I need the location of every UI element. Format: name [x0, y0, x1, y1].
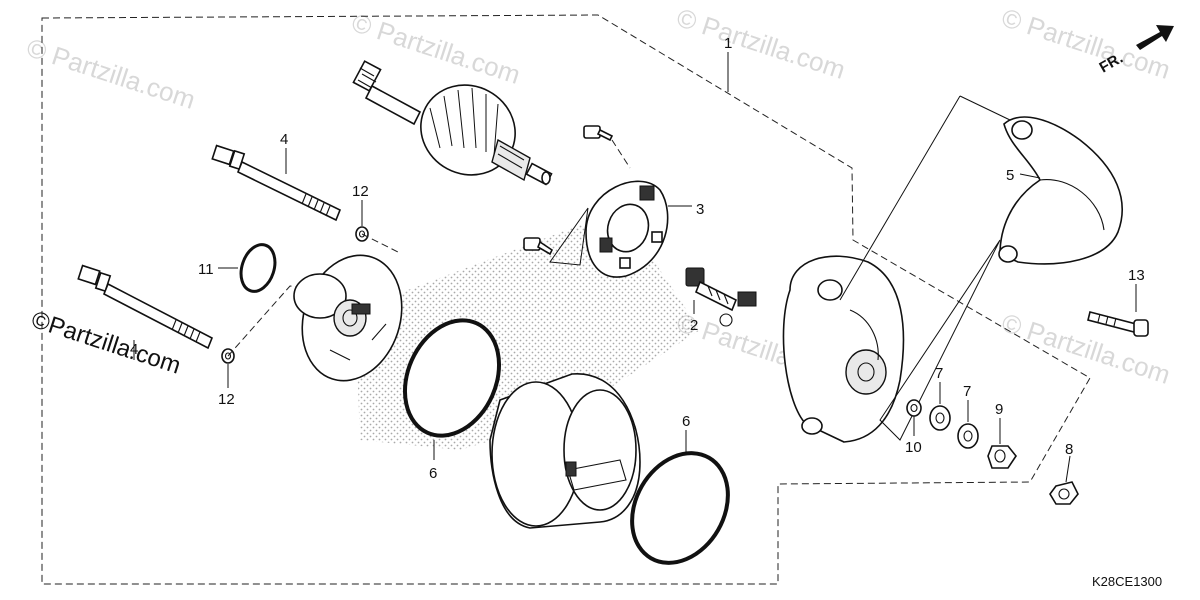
front-cover — [782, 255, 905, 443]
callout-7-right: 7 — [963, 383, 971, 400]
callout-4-upper: 4 — [280, 131, 288, 148]
callout-6-left: 6 — [429, 465, 437, 482]
direction-arrow-icon — [1136, 25, 1174, 50]
through-bolt-upper — [211, 144, 342, 222]
o-ring-large-left — [402, 318, 502, 438]
rear-cover — [293, 254, 403, 382]
callout-7-left: 7 — [935, 365, 943, 382]
callouts: 1 2 3 4 4 5 6 6 7 7 8 9 10 11 12 12 13 — [130, 35, 1145, 482]
front-cover-leader — [839, 95, 1011, 441]
watermark-text: © Partzilla.com — [998, 307, 1174, 390]
watermark-text: © Partzilla.com — [673, 2, 849, 85]
callout-10: 10 — [905, 439, 922, 456]
callout-9: 9 — [995, 401, 1003, 418]
callout-1: 1 — [724, 35, 732, 52]
insulator-7b — [957, 423, 979, 449]
callout-8: 8 — [1065, 441, 1073, 458]
callout-12-lower: 12 — [218, 391, 235, 408]
callout-11: 11 — [198, 261, 214, 278]
brush-holder-screw-top — [583, 125, 614, 142]
nut-9 — [987, 445, 1017, 469]
callout-2: 2 — [690, 317, 698, 334]
callout-12-upper: 12 — [352, 183, 369, 200]
insulator-7a — [929, 405, 951, 431]
o-ring-large-right — [630, 451, 730, 565]
callout-3: 3 — [696, 201, 704, 218]
leader-lines — [133, 52, 1137, 483]
through-bolt-lower — [77, 264, 214, 350]
mounting-bracket — [998, 116, 1123, 265]
screw-leader-dash — [611, 139, 631, 169]
callout-13: 13 — [1128, 267, 1145, 284]
bracket-bolt — [1087, 311, 1149, 337]
nut-8 — [1049, 481, 1079, 505]
o-ring-small — [239, 243, 277, 293]
callout-6-right: 6 — [682, 413, 690, 430]
brush-holder — [585, 180, 669, 278]
diagram-code: K28CE1300 — [1092, 574, 1162, 589]
small-washer-10 — [906, 399, 922, 417]
brush-holder-screw-left — [523, 237, 554, 256]
armature — [352, 60, 553, 186]
watermark-text: © Partzilla.com — [23, 32, 199, 115]
brush-holder-leader — [549, 207, 589, 266]
stator-yoke — [489, 373, 641, 529]
callout-4-lower: 4 — [130, 341, 138, 358]
terminal-bolt — [685, 267, 757, 327]
assembly-boundary — [41, 14, 1091, 585]
rear-cover-leader — [227, 233, 399, 357]
callout-5: 5 — [1006, 167, 1014, 184]
